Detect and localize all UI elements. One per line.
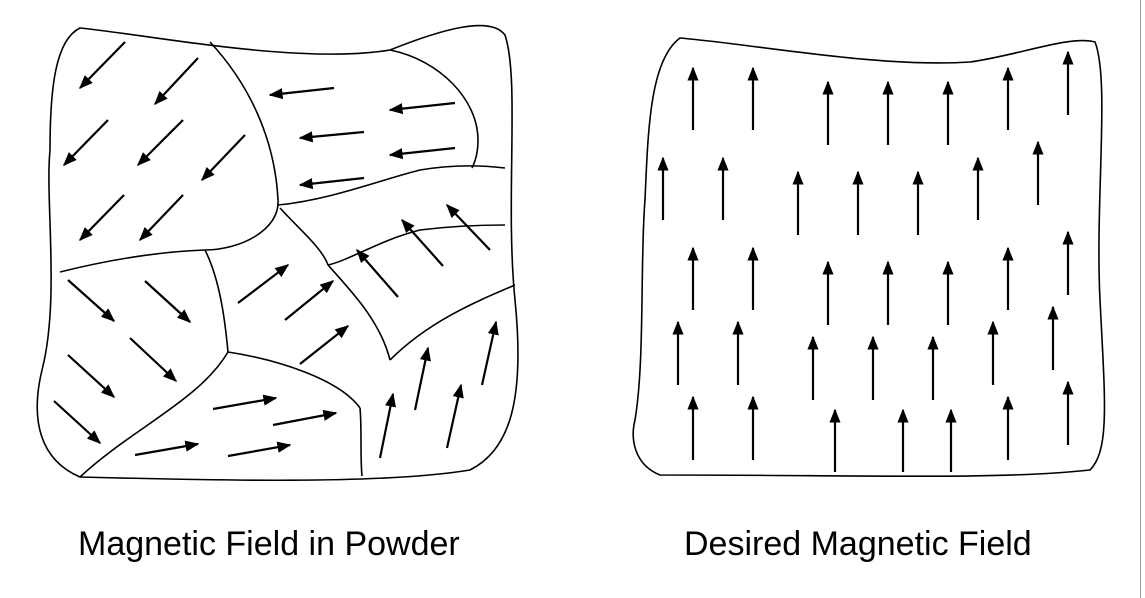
desired-field-caption: Desired Magnetic Field (684, 525, 1032, 563)
domain-boundary (59, 41, 279, 273)
aligned-outline (632, 37, 1106, 478)
aligned-panel (632, 37, 1106, 478)
domain-boundary (204, 249, 361, 409)
arrow-up-left (401, 218, 444, 267)
powder-caption: Magnetic Field in Powder (78, 525, 460, 563)
domain-boundary (327, 264, 391, 361)
arrow-down-left (201, 134, 246, 182)
arrow-up-left (356, 248, 399, 298)
arrow-right (272, 409, 338, 427)
domain-boundary (79, 351, 229, 478)
arrow-right (212, 394, 278, 411)
arrow-down-left (137, 119, 184, 166)
arrow-down-right (144, 280, 192, 323)
powder-outline (36, 24, 519, 482)
arrow-left (388, 101, 456, 115)
arrow-down-right (129, 337, 178, 382)
domain-boundary (359, 407, 363, 477)
arrow-up (445, 383, 464, 449)
page-edge-divider (1140, 0, 1141, 598)
powder-arrows (53, 41, 499, 459)
arrow-up (413, 346, 431, 411)
arrow-right (134, 440, 200, 457)
powder-panel (36, 24, 519, 482)
arrow-up-right (237, 264, 290, 304)
arrow-left (388, 146, 456, 160)
arrow-right (227, 441, 292, 458)
arrow-down-right (67, 354, 116, 398)
arrow-down-right (67, 279, 116, 322)
arrow-up (378, 392, 396, 459)
arrow-down-left (79, 194, 125, 242)
domain-boundary (277, 165, 506, 206)
arrow-left (298, 176, 365, 190)
arrow-down-left (139, 194, 184, 242)
domain-boundary (327, 224, 506, 266)
domain-boundary (389, 49, 479, 169)
arrow-up-right (299, 325, 350, 365)
arrow-up-right (284, 280, 335, 321)
arrow-left (268, 86, 335, 100)
arrow-down-right (53, 400, 102, 444)
arrow-up-left (446, 203, 491, 251)
arrow-left (298, 130, 365, 143)
aligned-arrows (657, 50, 1074, 472)
arrow-up (480, 320, 499, 386)
domain-boundary (389, 284, 516, 361)
arrow-down-left (154, 57, 199, 106)
domain-boundary (279, 207, 329, 266)
arrow-down-left (63, 119, 109, 167)
arrow-down-left (79, 41, 126, 90)
